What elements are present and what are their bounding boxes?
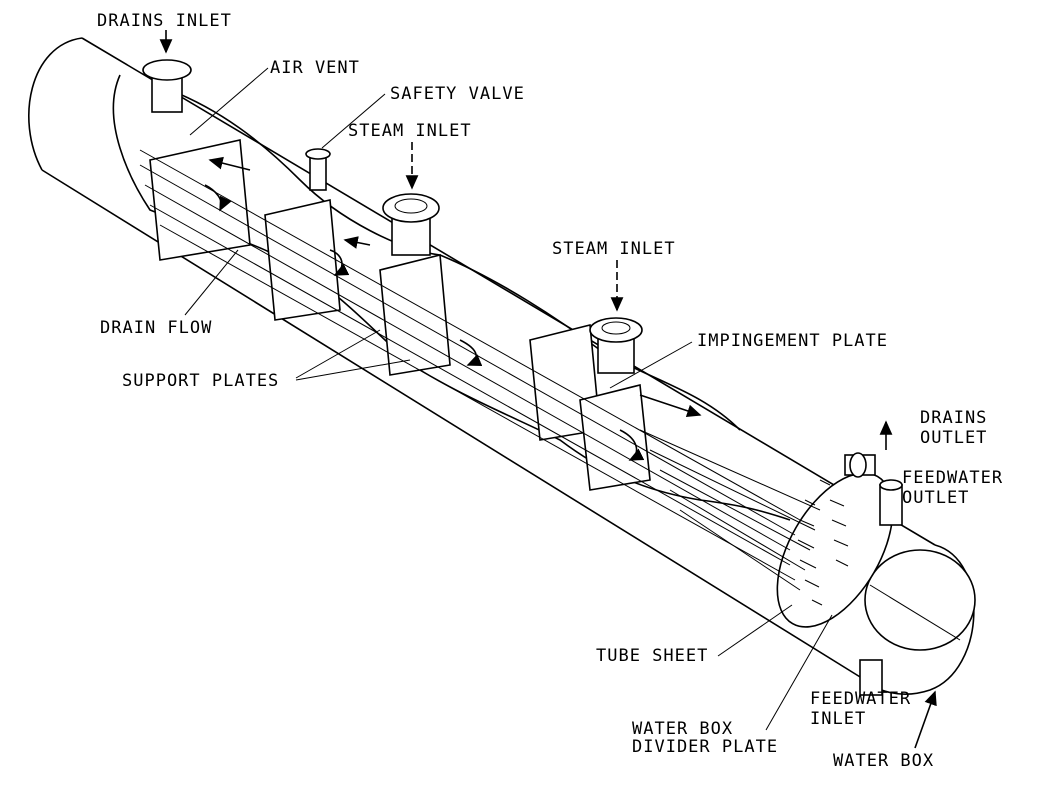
feedwater-inlet-nozzle (859, 659, 883, 696)
drains-inlet-nozzle (142, 59, 192, 113)
label-divider-plate-line1: WATER BOX (632, 719, 733, 739)
label-air-vent: AIR VENT (270, 58, 360, 78)
drains-outlet-nozzle (844, 452, 876, 478)
tube-holes (797, 479, 849, 606)
label-support-plates: SUPPORT PLATES (122, 371, 279, 391)
label-drains-outlet-line1: DRAINS (920, 408, 987, 428)
tube-bundle (139, 149, 821, 591)
label-water-box: WATER BOX (833, 751, 934, 771)
label-impingement-plate: IMPINGEMENT PLATE (697, 331, 888, 351)
label-divider-plate-line2: DIVIDER PLATE (632, 737, 778, 757)
label-feedwater-inlet-line1: FEEDWATER (810, 689, 911, 709)
labels: DRAINS INLET AIR VENT SAFETY VALVE STEAM… (97, 11, 1003, 771)
steam-inlet-nozzle-1 (382, 193, 440, 256)
label-drains-inlet: DRAINS INLET (97, 11, 232, 31)
label-steam-inlet-1: STEAM INLET (348, 121, 472, 141)
label-feedwater-inlet-line2: INLET (810, 709, 866, 729)
label-steam-inlet-2: STEAM INLET (552, 239, 676, 259)
label-drains-outlet-line2: OUTLET (920, 428, 987, 448)
label-safety-valve: SAFETY VALVE (390, 84, 525, 104)
heater-shell (28, 37, 976, 696)
steam-inlet-nozzle-2 (589, 317, 643, 374)
flow-arrows (204, 156, 702, 461)
label-tube-sheet: TUBE SHEET (596, 646, 708, 666)
feedwater-outlet-nozzle (879, 479, 903, 526)
safety-valve-nozzle (305, 148, 331, 191)
label-drain-flow: DRAIN FLOW (100, 318, 212, 338)
label-feedwater-outlet-line1: FEEDWATER (902, 468, 1003, 488)
label-feedwater-outlet-line2: OUTLET (902, 488, 969, 508)
